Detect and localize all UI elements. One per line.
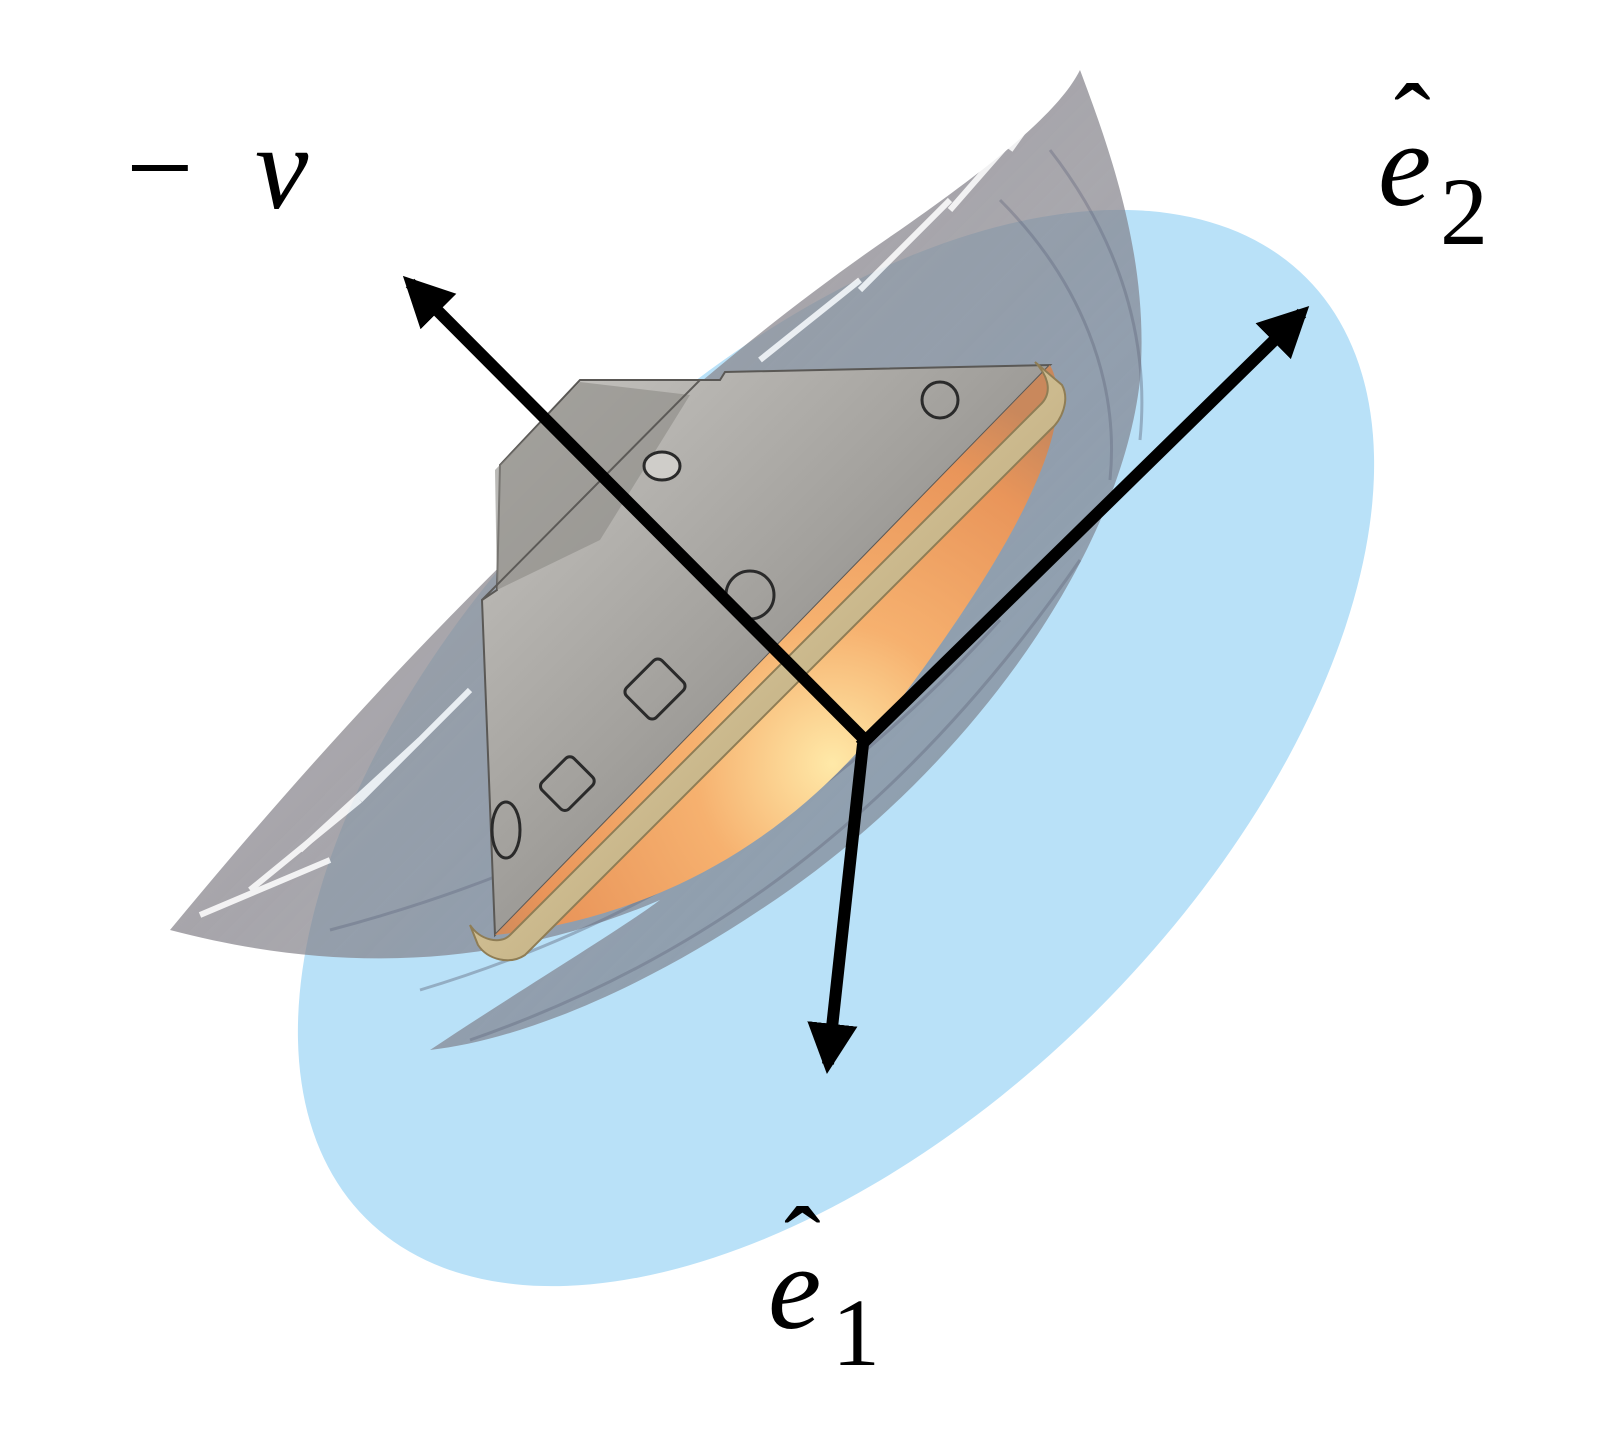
capsule-backshell — [480, 363, 1053, 938]
e2-subscript: 2 — [1440, 158, 1488, 265]
e1-vector — [807, 743, 869, 1075]
heatshield-rim — [469, 361, 1067, 962]
e2-vector — [855, 305, 1310, 751]
e1-symbol: e — [768, 1221, 821, 1354]
label-e2: ˆ e 2 — [1378, 62, 1488, 265]
label-neg-v: − v — [126, 101, 309, 234]
neg-v-sign: − — [126, 101, 194, 234]
label-e1: ˆ e 1 — [768, 1185, 880, 1386]
frame-vectors — [402, 275, 1310, 1075]
neg-v-symbol: v — [255, 101, 309, 234]
e1-hat: ˆ — [784, 1185, 821, 1307]
e1-subscript: 1 — [832, 1279, 880, 1386]
neg-v-vector — [402, 275, 871, 746]
e2-symbol: e — [1378, 98, 1431, 231]
backshell-ports — [490, 380, 960, 860]
e2-hat: ˆ — [1394, 62, 1431, 184]
